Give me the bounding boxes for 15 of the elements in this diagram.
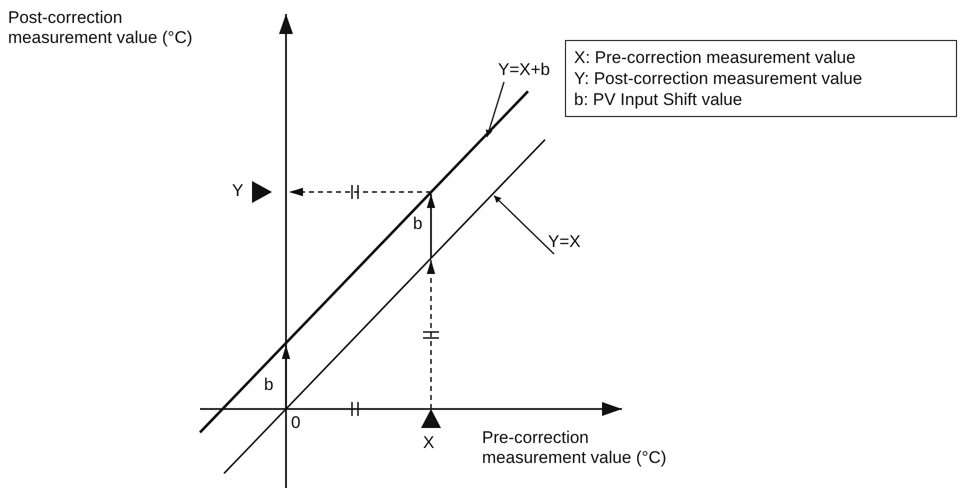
legend-text: X: Pre-correction measurement value (574, 47, 857, 68)
legend-text: b: PV Input Shift value (574, 89, 744, 110)
axis-title: Post-correction measurement value (°C) (8, 8, 194, 48)
origin-label: 0 (291, 413, 300, 433)
axis-label: b (413, 214, 422, 234)
leader-line (486, 82, 505, 138)
axis-label: Y (232, 181, 244, 201)
axis-label: X (423, 433, 434, 453)
line-label: Y=X (548, 232, 581, 252)
leader-line (494, 195, 554, 254)
axis-title: Pre-correction measurement value (°C) (482, 428, 668, 468)
axis-label: b (264, 375, 274, 395)
line-label: Y=X+b (498, 60, 550, 80)
legend-box (565, 40, 957, 117)
legend-text: Y: Post-correction measurement value (574, 68, 864, 89)
